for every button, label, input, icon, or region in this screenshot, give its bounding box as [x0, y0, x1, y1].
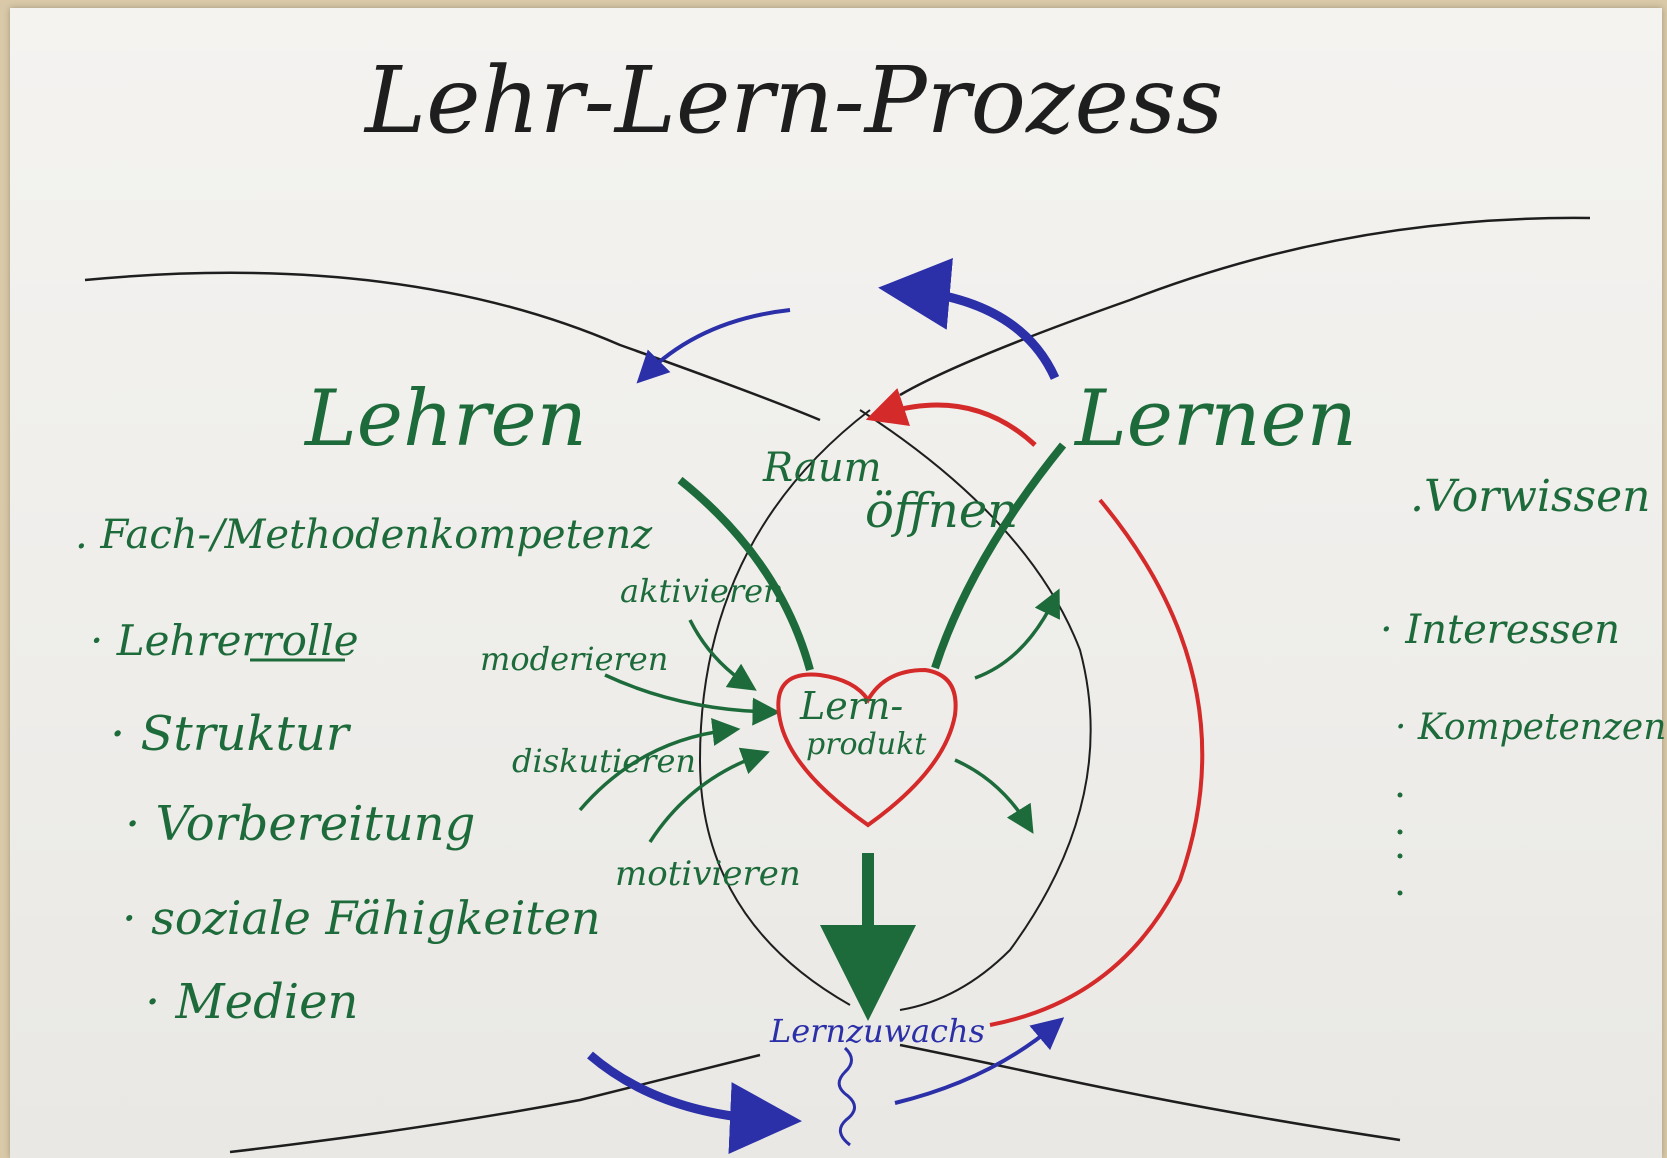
black-curve-bottom-right [899, 1043, 1401, 1142]
label-motivieren: motivieren [615, 854, 801, 894]
label-raum: Raum [763, 445, 882, 491]
green-arrow-motivieren [648, 747, 770, 843]
label-oeffnen: öffnen [865, 483, 1019, 539]
dot [1397, 829, 1403, 835]
label-lernzuwachs: Lernzuwachs [770, 1012, 985, 1050]
green-arrow-moderieren [604, 673, 781, 726]
red-heart [776, 667, 958, 828]
black-curve-bottom-left [229, 1053, 761, 1154]
right-item-3: · Kompetenzen [1395, 707, 1667, 748]
black-lens-left [698, 409, 871, 1006]
green-line-left [677, 476, 814, 672]
page-title: Lehr-Lern-Prozess [365, 47, 1224, 154]
green-arrow-out-top-right [974, 588, 1060, 680]
left-item-1: . Fach-/Methodenkompetenz [75, 512, 653, 558]
blue-arrow-bottom-right [894, 1017, 1065, 1105]
dot [1397, 792, 1403, 798]
right-item-1: .Vorwissen [1410, 471, 1651, 522]
green-arrow-aktivieren [688, 619, 757, 691]
blue-arrow-bottom-left [587, 1051, 802, 1154]
right-item-2: · Interessen [1380, 607, 1621, 653]
red-arrow-top [865, 388, 1037, 447]
blue-squiggle [837, 1046, 856, 1147]
left-item-3: · Struktur [110, 706, 349, 762]
left-item-2: · Lehrerrolle [90, 616, 359, 665]
left-item-6: · Medien [145, 974, 359, 1030]
green-arrow-diskutieren [578, 718, 741, 812]
green-arrow-out-bottom-right [954, 758, 1034, 834]
green-line-right [931, 442, 1067, 670]
blue-arrow-top-big [878, 258, 1060, 380]
red-arrow-long [989, 498, 1205, 1027]
blue-arrow-top-small [636, 308, 791, 384]
dot [1397, 890, 1403, 896]
label-moderieren: moderieren [480, 640, 669, 678]
label-diskutieren: diskutieren [512, 742, 697, 780]
black-curve-top-left [84, 271, 821, 422]
heart-label-line2: produkt [806, 727, 927, 762]
heart-label-line1: Lern- [800, 684, 904, 728]
black-lens-right [859, 409, 1092, 1011]
heading-lehren: Lehren [305, 374, 587, 464]
black-curve-top-right [899, 216, 1591, 397]
left-item-4: · Vorbereitung [125, 796, 476, 852]
left-item-5: · soziale Fähigkeiten [122, 891, 601, 945]
dot [1397, 853, 1403, 859]
label-aktivieren: aktivieren [620, 572, 784, 610]
heading-lernen: Lernen [1075, 374, 1357, 464]
